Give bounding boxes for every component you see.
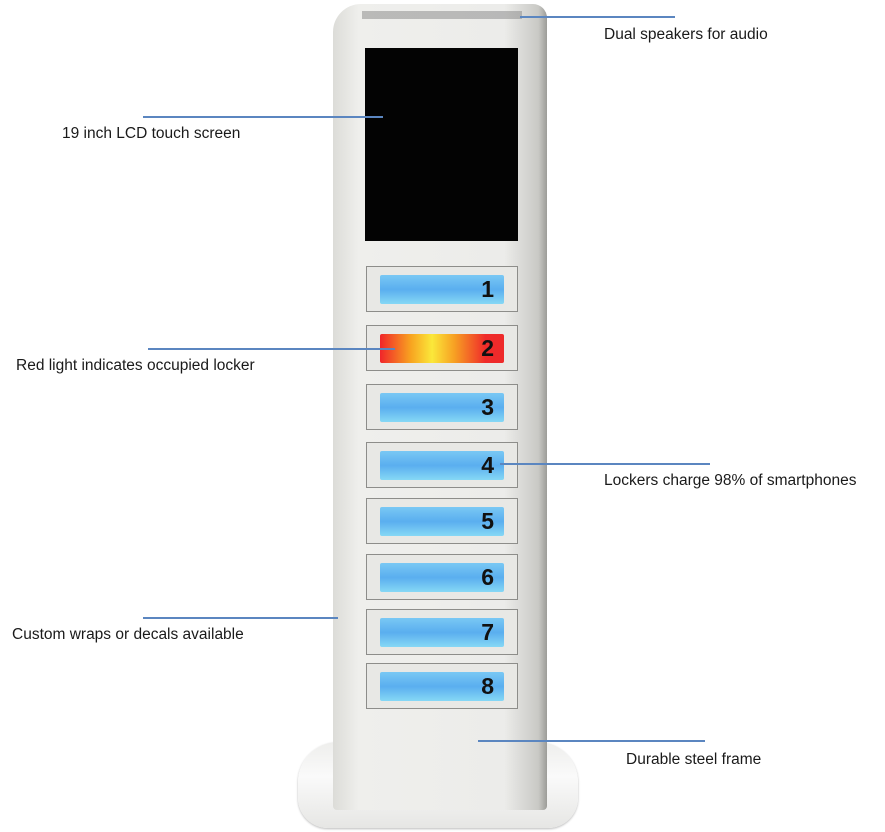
locker-5: 5 — [366, 498, 518, 544]
locker-4: 4 — [366, 442, 518, 488]
locker-7: 7 — [366, 609, 518, 655]
locker-light-occupied: 2 — [380, 334, 504, 363]
callout-charge: Lockers charge 98% of smartphones — [604, 472, 857, 489]
locker-number: 3 — [481, 394, 494, 420]
locker-8: 8 — [366, 663, 518, 709]
locker-light: 8 — [380, 672, 504, 701]
callout-line-speakers — [520, 16, 675, 18]
locker-number: 5 — [481, 508, 494, 534]
callout-line-screen — [143, 116, 383, 118]
callout-speakers: Dual speakers for audio — [604, 26, 768, 43]
lcd-touch-screen — [365, 48, 518, 241]
locker-1: 1 — [366, 266, 518, 312]
locker-number: 7 — [481, 619, 494, 645]
callout-line-red-light — [148, 348, 395, 350]
locker-light: 6 — [380, 563, 504, 592]
locker-light: 1 — [380, 275, 504, 304]
callout-line-charge — [500, 463, 710, 465]
locker-number: 1 — [481, 276, 494, 302]
speaker-grille — [362, 11, 522, 19]
locker-light: 3 — [380, 393, 504, 422]
locker-3: 3 — [366, 384, 518, 430]
callout-frame: Durable steel frame — [626, 751, 762, 768]
callout-red-light: Red light indicates occupied locker — [16, 357, 255, 374]
locker-light: 5 — [380, 507, 504, 536]
callout-screen: 19 inch LCD touch screen — [62, 125, 241, 142]
locker-light: 4 — [380, 451, 504, 480]
locker-6: 6 — [366, 554, 518, 600]
locker-light: 7 — [380, 618, 504, 647]
locker-number: 8 — [481, 673, 494, 699]
callout-line-frame — [478, 740, 705, 742]
locker-number: 4 — [481, 452, 494, 478]
locker-number: 6 — [481, 564, 494, 590]
callout-line-wraps — [143, 617, 338, 619]
locker-number: 2 — [481, 335, 494, 361]
callout-wraps: Custom wraps or decals available — [12, 626, 244, 643]
